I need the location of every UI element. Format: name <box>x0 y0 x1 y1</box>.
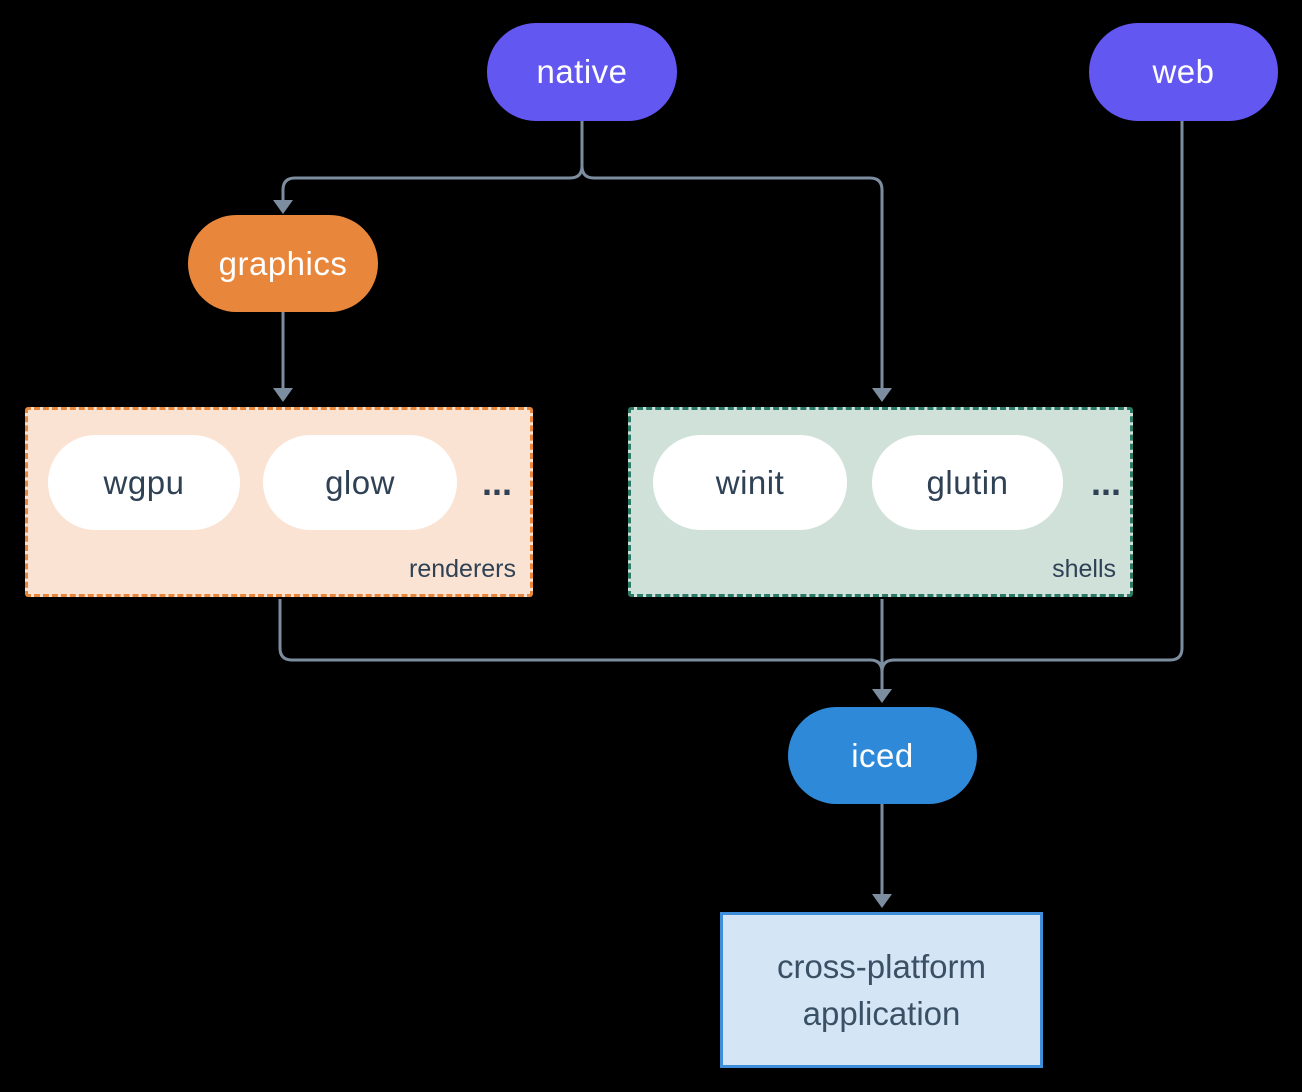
node-glutin-label: glutin <box>926 463 1009 501</box>
arrowhead-graphics <box>273 200 293 214</box>
node-glutin: glutin <box>872 435 1063 530</box>
node-graphics-label: graphics <box>218 244 348 282</box>
arrowhead-app <box>872 894 892 908</box>
node-web: web <box>1089 23 1278 121</box>
group-renderers-label: renderers <box>409 555 516 583</box>
app-label-line1: cross-platform <box>776 948 987 985</box>
arrowhead-renderers <box>273 388 293 402</box>
node-iced: iced <box>788 707 977 804</box>
group-shells-label: shells <box>1052 555 1116 583</box>
node-graphics: graphics <box>188 215 378 312</box>
node-native-label: native <box>536 53 628 90</box>
node-winit: winit <box>653 435 847 530</box>
edge-native-to-shells <box>580 121 884 389</box>
group-shells: winit glutin ... shells <box>628 407 1133 597</box>
node-glow-label: glow <box>325 463 395 501</box>
node-glow: glow <box>263 435 457 530</box>
arrowhead-iced <box>872 689 892 703</box>
renderers-ellipsis: ... <box>481 461 512 503</box>
shells-ellipsis: ... <box>1090 461 1121 503</box>
arrowhead-shells <box>872 388 892 402</box>
node-web-label: web <box>1152 53 1215 90</box>
group-renderers: wgpu glow ... renderers <box>25 407 533 597</box>
node-cross-platform-application: cross-platform application <box>720 912 1043 1068</box>
node-wgpu: wgpu <box>48 435 240 530</box>
app-label-line2: application <box>802 995 961 1032</box>
node-wgpu-label: wgpu <box>103 463 185 501</box>
node-iced-label: iced <box>851 736 914 774</box>
edge-native-to-graphics <box>281 121 584 201</box>
node-winit-label: winit <box>715 463 785 501</box>
node-native: native <box>487 23 677 121</box>
edge-renderers-to-iced <box>278 599 884 673</box>
